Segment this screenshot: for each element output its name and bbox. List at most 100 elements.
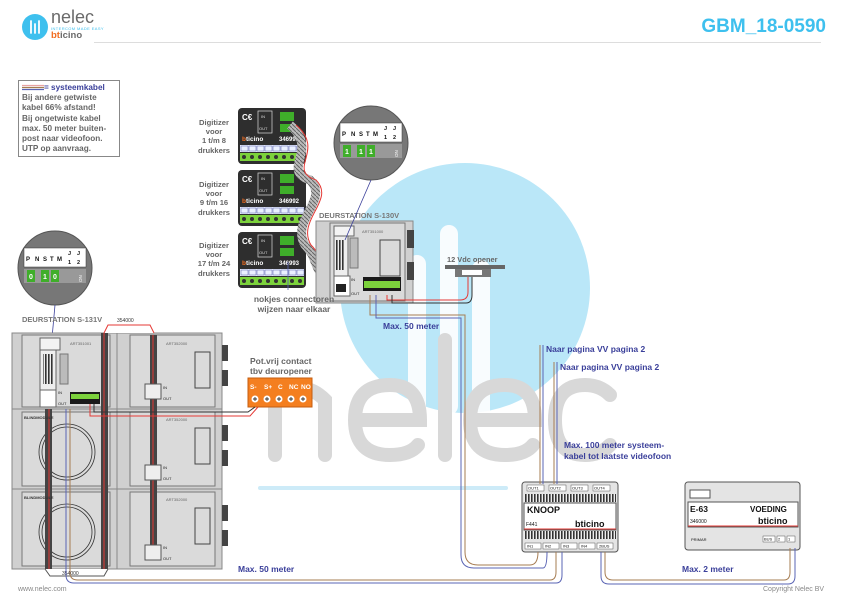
cable-label-psu: Max. 2 meter: [682, 564, 734, 574]
note-line: Bij andere getwiste: [22, 93, 97, 103]
dip-switch[interactable]: [51, 270, 59, 282]
knoop-input: 2BUS: [599, 544, 610, 549]
relay-terminal-label: NC: [289, 384, 299, 391]
digitizer-code: 346993: [279, 261, 300, 267]
extension-module-out: OUT: [163, 476, 172, 481]
dip-value: 1: [369, 149, 373, 156]
dip-label: T: [50, 257, 54, 263]
ce-mark: C€: [242, 237, 253, 246]
dip-label: J: [393, 126, 396, 132]
door-station-left-in: IN: [58, 390, 62, 395]
dip-label: 2: [77, 260, 80, 266]
dip-label: J: [77, 251, 80, 257]
dip-label: N: [35, 257, 39, 263]
voeding-terminal: BUS: [764, 537, 773, 542]
knoop-output: OUT3: [572, 486, 583, 491]
knoop-output: OUT4: [594, 486, 605, 491]
digitizer-in: IN: [261, 114, 265, 119]
dip-label: P: [26, 257, 30, 263]
bridge-code: 354000: [117, 318, 134, 324]
relay-contact-block: [247, 377, 313, 408]
note-line: wijzen naar elkaar: [257, 304, 331, 314]
connector-socket: [280, 248, 294, 256]
extension-module-art: ART352000: [166, 497, 188, 502]
magnifier-circle: [333, 105, 409, 181]
label-line: 17 t/m 24: [197, 259, 231, 269]
door-station-top-in: IN: [351, 277, 355, 282]
footer-copyright: Copyright Nelec BV: [763, 586, 825, 593]
door-station-top-art: ART351000: [362, 229, 384, 234]
dip-switch[interactable]: [367, 145, 375, 157]
watermark-wordmark: [268, 333, 617, 463]
connector-socket: [280, 236, 294, 245]
note-line: max. 50 meter buiten-: [22, 123, 107, 133]
door-station-s131v: [11, 324, 228, 577]
dip-label: S: [359, 132, 363, 138]
logo-tagline: INTERCOM MADE EASY: [51, 26, 104, 31]
dip-label: J: [384, 126, 387, 132]
relay-title-line: tbv deuropener: [250, 366, 312, 376]
max100-line: kabel tot laatste videofoon: [564, 451, 672, 461]
dip-switch[interactable]: [343, 145, 351, 157]
digitizer-code: 346992: [279, 199, 300, 205]
extension-module-out: OUT: [163, 556, 172, 561]
dip-switch[interactable]: [41, 270, 49, 282]
page2-label-b: Naar pagina VV pagina 2: [560, 362, 660, 372]
dip-switch[interactable]: [357, 145, 365, 157]
ribbon-cable: [286, 121, 338, 289]
relay-terminal-label: NO: [301, 384, 311, 391]
page2-label-a: Naar pagina VV pagina 2: [546, 344, 646, 354]
footer-website[interactable]: www.nelec.com: [18, 586, 67, 593]
systeemkabel-swatch: [22, 85, 44, 91]
connector-socket: [280, 112, 294, 121]
cable-label-top: Max. 50 meter: [383, 321, 440, 331]
terminal-strip: [240, 215, 304, 223]
door-station-left-art: ART351001: [70, 341, 92, 346]
dip-value: 0: [29, 274, 33, 281]
magnifier-circle: [17, 230, 93, 306]
door-station-left-title: DEURSTATION S-131V: [22, 315, 102, 324]
door-station-s130v: [315, 220, 414, 304]
door-station-top-out: OUT: [351, 291, 360, 296]
digitizer-out: OUT: [259, 250, 268, 255]
label-line: voor: [205, 127, 223, 137]
knoop-input: IN1: [527, 544, 534, 549]
door-opener: [445, 265, 505, 277]
digitizer-out: OUT: [259, 188, 268, 193]
ce-mark: C€: [242, 113, 253, 122]
label-line: voor: [205, 189, 223, 199]
voeding-module: [684, 481, 801, 551]
knoop-code: F441: [526, 522, 538, 528]
max100-line: Max. 100 meter systeem-: [564, 440, 665, 450]
door-station-top-title: DEURSTATION S-130V: [319, 211, 399, 220]
digitizer-brand: bticino: [242, 198, 263, 205]
relay-terminal-label: S-: [250, 384, 257, 391]
voeding-name: E-63: [690, 504, 708, 514]
connector-socket: [280, 124, 294, 132]
dip-label: 1: [68, 260, 71, 266]
dip-value: 1: [359, 149, 363, 156]
dip-label: 1: [384, 135, 387, 141]
extension-module-art: ART352000: [166, 417, 188, 422]
note-line: UTP op aanvraag.: [22, 144, 92, 154]
speaker-module-label: BLINDMODULE: [24, 415, 54, 420]
legend-line: = systeemkabel: [22, 83, 116, 93]
knoop-input: IN4: [581, 544, 588, 549]
digitizer-in: IN: [261, 238, 265, 243]
max100-label: Max. 100 meter systeem- kabel tot laatst…: [564, 440, 671, 462]
knoop-input: IN2: [545, 544, 552, 549]
dip-switch[interactable]: [27, 270, 35, 282]
label-line: Digitizer: [199, 180, 229, 189]
dip-label: P: [342, 132, 346, 138]
dip-label: J: [68, 251, 71, 257]
digitizer-code: 346992: [279, 137, 300, 143]
system-cables: [65, 277, 796, 585]
extension-module-in: IN: [163, 465, 167, 470]
extension-module-in: IN: [163, 385, 167, 390]
